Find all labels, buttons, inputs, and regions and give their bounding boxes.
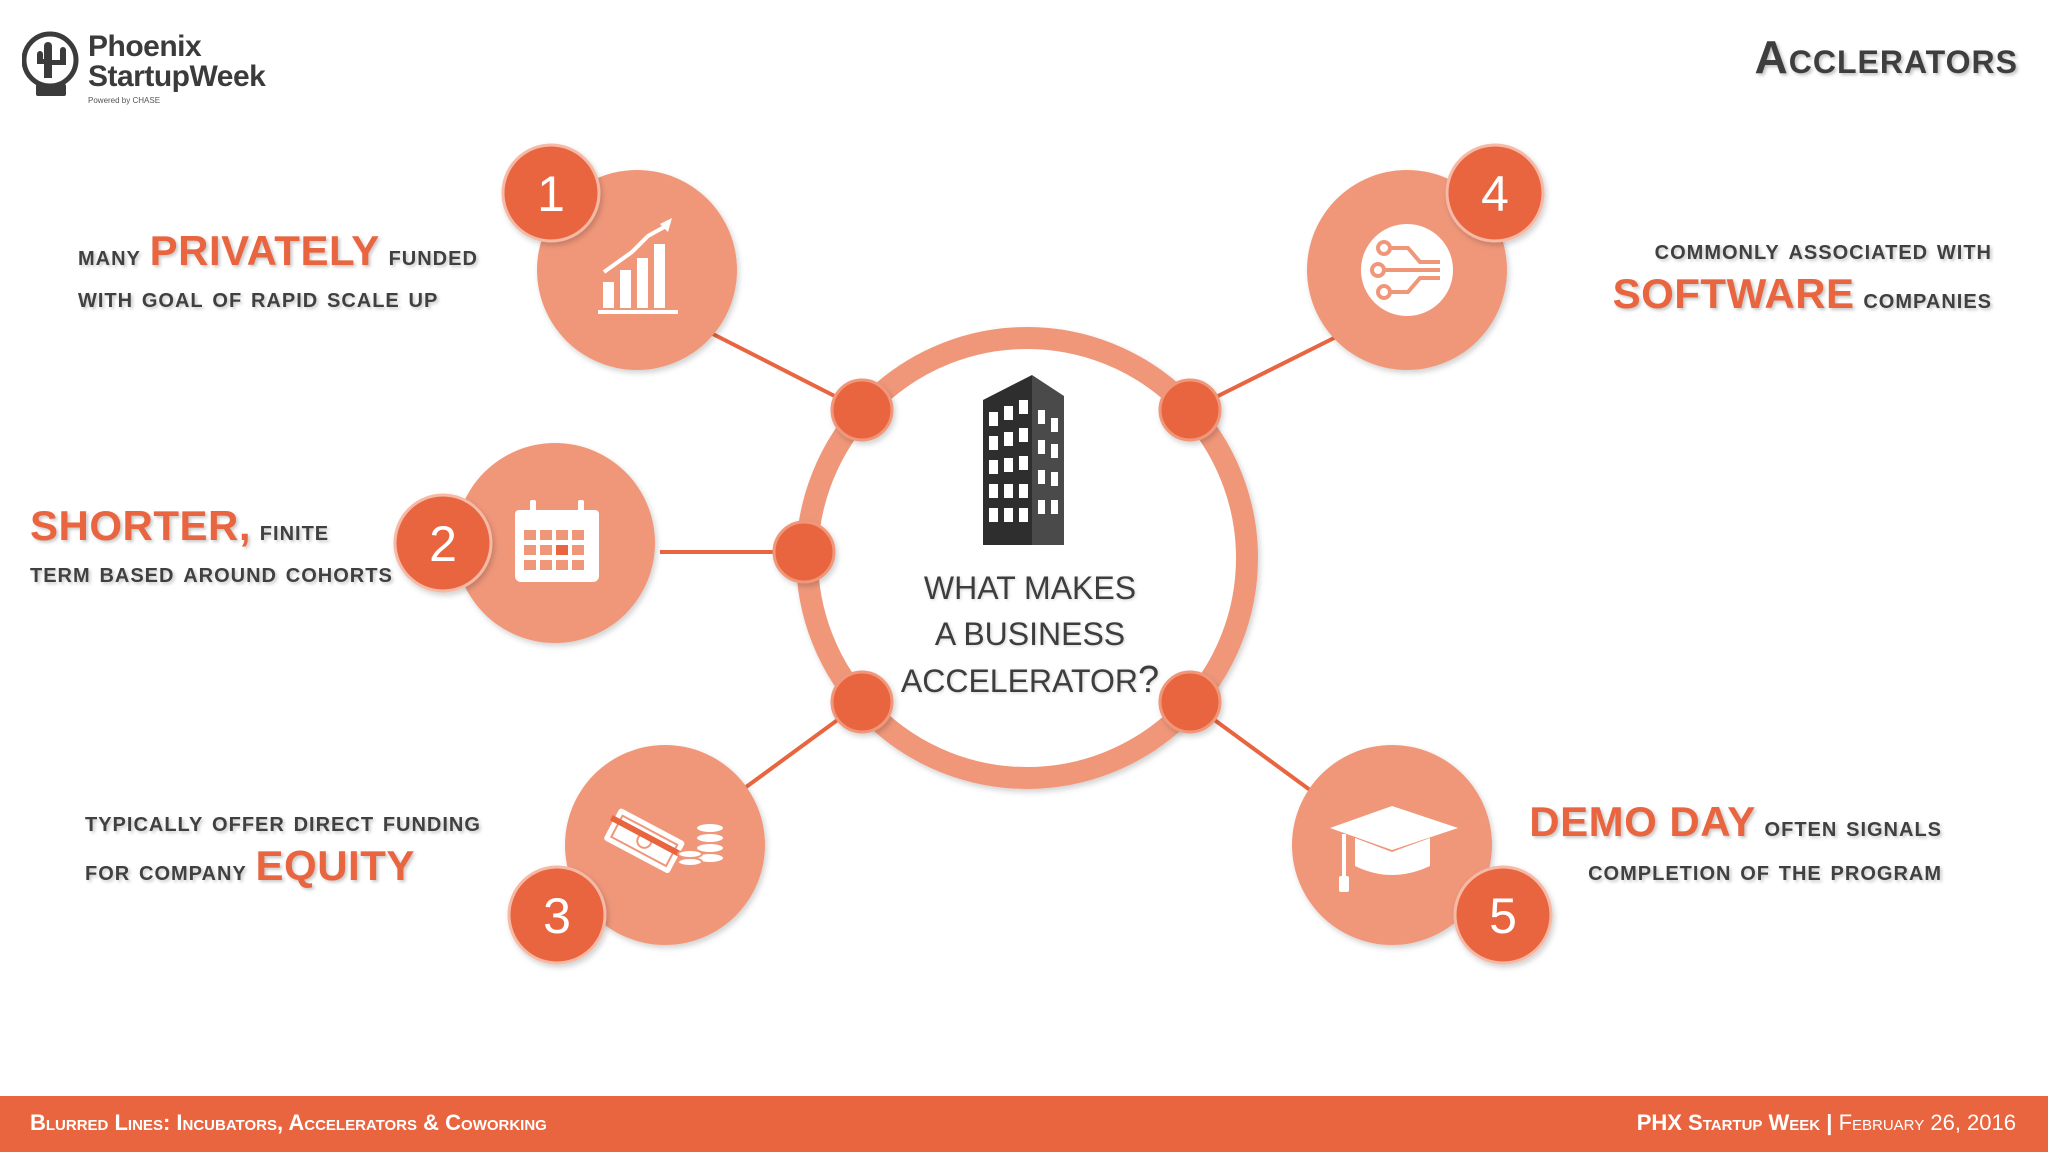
footer-event-info: PHX Startup Week | February 26, 2016 <box>1637 1110 2016 1136</box>
cactus-logo-icon <box>21 31 79 96</box>
junction-dot-4 <box>1158 378 1222 442</box>
junction-dot-3 <box>830 670 894 734</box>
badge-number-3: 3 <box>543 888 571 944</box>
item-3-label: typically offer direct funding for compa… <box>85 800 481 893</box>
item-4-label: commonly associated with SOFTWARE compan… <box>1613 228 1992 321</box>
item-1-highlight: PRIVATELY <box>149 227 380 274</box>
item-3-highlight: EQUITY <box>255 842 415 889</box>
badge-number-4: 4 <box>1481 166 1509 222</box>
item-1-line-1: many PRIVATELY funded <box>78 230 478 277</box>
calendar-icon <box>515 500 599 582</box>
footer-separator: | <box>1826 1110 1833 1135</box>
junction-dot-5 <box>1158 670 1222 734</box>
logo-text-powered-by: Powered by CHASE <box>88 96 161 105</box>
slide-title: Acclerators <box>1754 31 2018 83</box>
graduation-cap-icon <box>1330 806 1458 892</box>
item-5-post: often signals <box>1764 811 1942 842</box>
item-3-pre: for company <box>85 855 247 886</box>
item-5-label: DEMO DAY often signals completion of the… <box>1529 800 1942 893</box>
badge-circle-4 <box>1445 143 1545 243</box>
item-1-line-2: with goal of rapid scale up <box>78 282 439 313</box>
item-3-line-2: for company EQUITY <box>85 844 481 893</box>
item-4-post: companies <box>1863 283 1992 314</box>
junction-dot-1 <box>830 378 894 442</box>
footer-bar: Blurred Lines: Incubators, Accelerators … <box>0 1096 2048 1152</box>
footer-date: February 26, 2016 <box>1838 1110 2016 1135</box>
item-5-highlight: DEMO DAY <box>1529 798 1756 845</box>
item-2-post: finite <box>259 515 330 546</box>
logo: Phoenix StartupWeek Powered by CHASE <box>21 28 282 108</box>
item-4-line-2: SOFTWARE companies <box>1613 272 1992 321</box>
growth-chart-icon <box>598 218 678 314</box>
item-3-line-1: typically offer direct funding <box>85 806 481 837</box>
junction-dot-2 <box>772 520 836 584</box>
center-line-1: WHAT MAKES <box>923 570 1137 606</box>
building-icon <box>983 375 1064 545</box>
badge-circle-3 <box>507 865 607 965</box>
logo-text-phoenix: Phoenix <box>88 30 202 63</box>
item-1-pre: many <box>78 240 141 271</box>
item-2-label: SHORTER, finite term based around cohort… <box>30 505 393 594</box>
center-question: WHAT MAKES A BUSINESS ACCELERATOR? <box>870 565 1190 704</box>
badge-circle-1 <box>501 143 601 243</box>
item-2-line-1: SHORTER, finite <box>30 505 393 552</box>
item-1-post: funded <box>388 240 478 271</box>
badge-circle-5 <box>1453 865 1553 965</box>
item-5-line-1: DEMO DAY often signals <box>1529 800 1942 849</box>
item-4-line-1: commonly associated with <box>1654 234 1992 265</box>
center-line-3-text: ACCELERATOR <box>900 663 1138 699</box>
money-icon <box>604 808 725 874</box>
center-question-mark: ? <box>1137 659 1160 701</box>
badge-circle-2 <box>393 493 493 593</box>
item-2-line-2: term based around cohorts <box>30 557 393 588</box>
logo-text-startupweek: StartupWeek <box>88 60 266 93</box>
footer-event-name: PHX Startup Week <box>1636 1110 1821 1135</box>
item-5-line-2: completion of the program <box>1588 855 1942 886</box>
center-line-2: A BUSINESS <box>934 616 1126 652</box>
badge-number-1: 1 <box>537 166 565 222</box>
center-line-3: ACCELERATOR? <box>870 657 1190 704</box>
item-4-highlight: SOFTWARE <box>1612 270 1855 317</box>
badge-number-5: 5 <box>1489 888 1517 944</box>
item-2-highlight: SHORTER, <box>30 502 252 549</box>
circuit-icon <box>1361 224 1453 316</box>
badge-number-2: 2 <box>429 516 457 572</box>
item-1-label: many PRIVATELY funded with goal of rapid… <box>78 230 478 319</box>
footer-presentation-title: Blurred Lines: Incubators, Accelerators … <box>30 1110 547 1135</box>
